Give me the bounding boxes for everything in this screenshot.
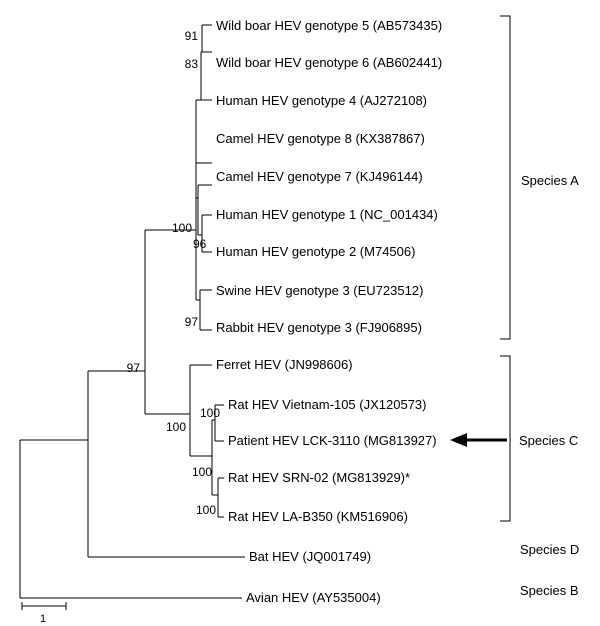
leaf-label: Rat HEV Vietnam-105 (JX120573) <box>228 397 426 412</box>
leaf-labels: Wild boar HEV genotype 5 (AB573435) Wild… <box>216 18 442 605</box>
leaf-label: Ferret HEV (JN998606) <box>216 357 353 372</box>
leaf-label: Bat HEV (JQ001749) <box>249 549 371 564</box>
leaf-label: Human HEV genotype 1 (NC_001434) <box>216 207 438 222</box>
bootstrap-value: 97 <box>127 361 141 375</box>
species-b-label: Species B <box>520 583 579 598</box>
leaf-label: Rat HEV LA-B350 (KM516906) <box>228 509 408 524</box>
leaf-label: Wild boar HEV genotype 6 (AB602441) <box>216 55 442 70</box>
leaf-label: Human HEV genotype 4 (AJ272108) <box>216 93 427 108</box>
species-c-label: Species C <box>519 433 578 448</box>
bootstrap-values: 91 83 100 96 97 97 100 100 100 100 <box>127 29 221 517</box>
patient-arrow-icon <box>450 433 507 447</box>
leaf-label: Camel HEV genotype 8 (KX387867) <box>216 131 425 146</box>
scale-bar-label: 1 <box>40 613 46 625</box>
leaf-label: Rat HEV SRN-02 (MG813929)* <box>228 470 410 485</box>
scale-bar: 1 <box>21 602 67 625</box>
species-c-bracket <box>500 355 511 522</box>
species-a-label: Species A <box>521 173 579 188</box>
bootstrap-value: 100 <box>192 465 212 479</box>
species-labels: Species A Species C Species D Species B <box>519 173 579 598</box>
bootstrap-value: 100 <box>196 503 216 517</box>
leaf-label: Rabbit HEV genotype 3 (FJ906895) <box>216 320 422 335</box>
leaf-label: Patient HEV LCK-3110 (MG813927) <box>228 433 437 448</box>
bootstrap-value: 100 <box>172 221 192 235</box>
bootstrap-value: 100 <box>200 406 220 420</box>
bootstrap-value: 100 <box>166 420 186 434</box>
species-brackets <box>500 15 511 522</box>
leaf-label: Camel HEV genotype 7 (KJ496144) <box>216 169 423 184</box>
bootstrap-value: 83 <box>185 57 199 71</box>
species-d-label: Species D <box>520 542 579 557</box>
bootstrap-value: 91 <box>185 29 199 43</box>
leaf-label: Swine HEV genotype 3 (EU723512) <box>216 283 423 298</box>
species-a-bracket <box>500 15 511 340</box>
leaf-label: Wild boar HEV genotype 5 (AB573435) <box>216 18 442 33</box>
tree-branches <box>19 24 245 599</box>
bootstrap-value: 97 <box>185 315 199 329</box>
bootstrap-value: 96 <box>193 237 207 251</box>
leaf-label: Avian HEV (AY535004) <box>246 590 381 605</box>
leaf-label: Human HEV genotype 2 (M74506) <box>216 244 415 259</box>
